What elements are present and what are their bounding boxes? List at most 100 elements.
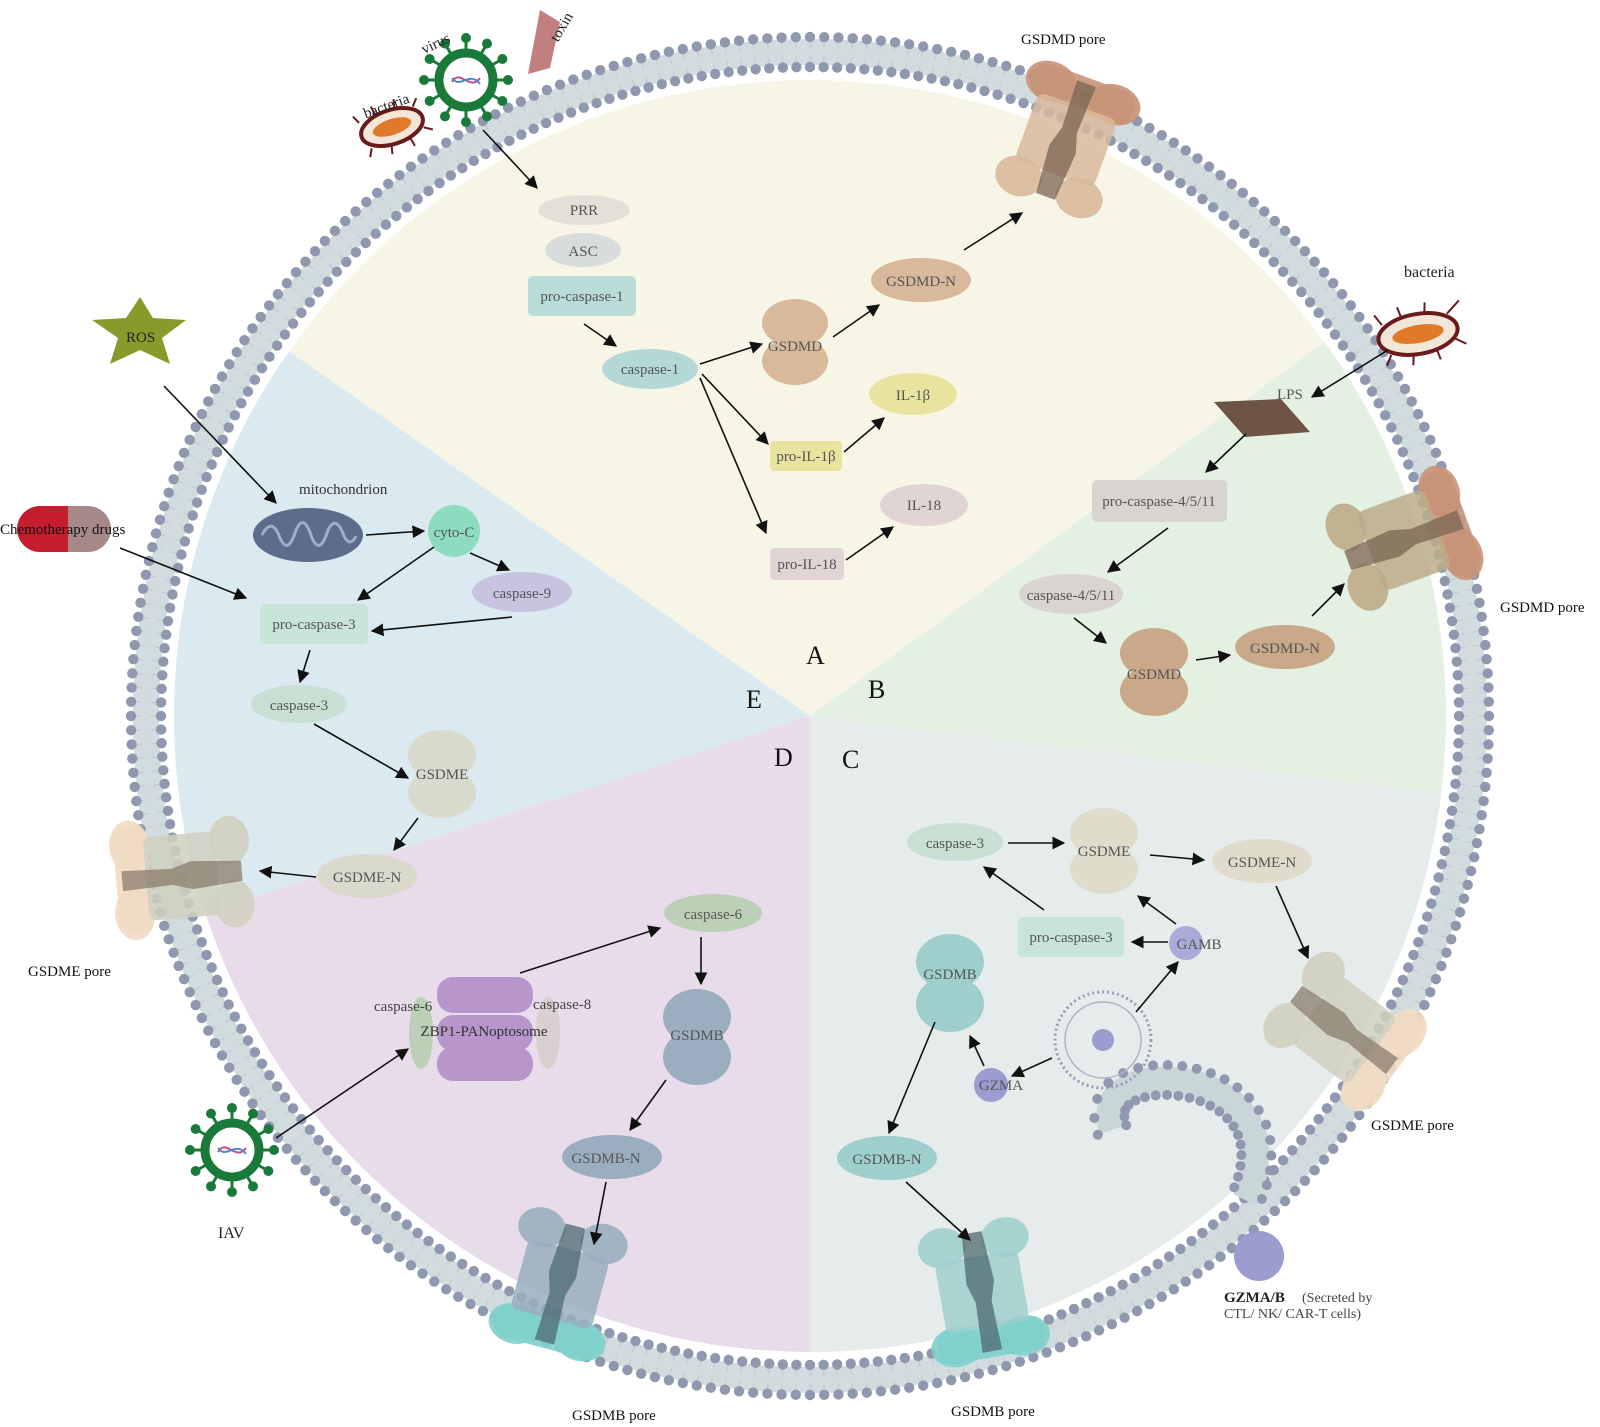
- caspase-3-e-label: caspase-3: [270, 698, 328, 714]
- pro-il-18-node: [770, 548, 844, 580]
- pro-caspase-4-5-11-label: pro-caspase-4/5/11: [1102, 494, 1216, 510]
- caspase-4-5-11-node: [1019, 574, 1123, 614]
- gzm-granule-icon: [1234, 1231, 1284, 1281]
- gsdmd-n-b-node: [1235, 625, 1335, 669]
- arrow-iav-panoptosome: [275, 1048, 410, 1139]
- gsdmd-n-a-node: [871, 258, 971, 302]
- arrow-bacteria-lps: [1310, 349, 1389, 398]
- gsdme-pore-right-label: GSDME pore: [1371, 1118, 1454, 1134]
- arrow-vesicle-gamb: [1135, 961, 1179, 1013]
- caspase-1-label: caspase-1: [621, 362, 679, 378]
- sector-a: [289, 80, 1325, 716]
- arrow-gsdmdn-pore-b: [1311, 583, 1345, 617]
- gsdmb-c-node: [916, 934, 984, 1032]
- caspase-1-node: [602, 349, 698, 389]
- gsdme-n-c-node: [1212, 839, 1312, 883]
- arrow-gsdmen-pore-c: [1275, 885, 1310, 960]
- arrow-gsdmb-gsdmbn-c: [887, 1021, 936, 1135]
- arrow-cytoc-procasp3: [356, 546, 435, 601]
- gamb-label: GAMB: [1176, 937, 1221, 953]
- gsdmb-n-d-node: [562, 1135, 662, 1179]
- sector-b: [810, 342, 1447, 794]
- caspase-6-top-label: caspase-6: [684, 907, 743, 923]
- arrow-virus-prr: [482, 129, 538, 189]
- gsdme-e-label: GSDME: [416, 767, 469, 783]
- panel-e: mitochondrion cyto-C caspase-9 pro-caspa…: [251, 482, 572, 898]
- arrow-panoptosome-casp6: [519, 925, 662, 974]
- mitochondrion-icon: [253, 508, 363, 562]
- arrow-gsdmb-gsdmbn-d: [629, 1079, 667, 1132]
- gsdmd-b-label: GSDMD: [1127, 667, 1181, 683]
- virus-label: virus: [419, 31, 453, 58]
- bacteria-top-icon: [352, 97, 434, 158]
- gsdmb-pore-bottom-right-label: GSDMB pore: [951, 1404, 1035, 1420]
- arrow-procasp-casp: [1106, 527, 1169, 573]
- pro-caspase-3-e-label: pro-caspase-3: [272, 617, 355, 633]
- zbp1-panoptosome-node: [409, 977, 560, 1081]
- gsdmd-b-node: [1120, 628, 1188, 716]
- arrow-gsdmd-gsdmdn: [832, 304, 881, 338]
- pro-caspase-1-label: pro-caspase-1: [540, 289, 623, 305]
- arrow-gsdmbn-pore-d: [589, 1181, 607, 1246]
- gsdmd-n-b-label: GSDMD-N: [1250, 641, 1320, 657]
- toxin-label: toxin: [548, 10, 578, 45]
- il-18-label: IL-18: [907, 498, 941, 514]
- gsdmd-a-node: [762, 299, 828, 385]
- pro-caspase-3-e-node: [260, 604, 368, 644]
- lps-label: LPS: [1277, 387, 1303, 403]
- gzm-note-2: CTL/ NK/ CAR-T cells): [1224, 1307, 1361, 1322]
- gzma-label: GZMA: [979, 1078, 1023, 1094]
- panel-c: caspase-3 GSDME GSDME-N pro-caspase-3 GA…: [837, 808, 1312, 1180]
- gsdme-pore-right: [1263, 951, 1427, 1112]
- pro-il-1b-label: pro-IL-1β: [776, 449, 835, 465]
- gsdmb-n-d-label: GSDMB-N: [571, 1151, 640, 1167]
- caspase-3-c-node: [907, 823, 1003, 861]
- chemotherapy-drug-icon: [17, 506, 111, 552]
- sector-label-a: A: [806, 641, 825, 670]
- il-1b-label: IL-1β: [896, 388, 930, 404]
- panel-b: LPS pro-caspase-4/5/11 caspase-4/5/11 GS…: [1019, 387, 1335, 716]
- pro-caspase-3-c-node: [1018, 917, 1124, 957]
- iav-virus-icon: [185, 1103, 279, 1197]
- ros-star-icon: [92, 297, 186, 364]
- gzm-label: GZMA/B: [1224, 1290, 1285, 1306]
- gsdmb-n-c-label: GSDMB-N: [852, 1152, 921, 1168]
- caspase-4-5-11-label: caspase-4/5/11: [1027, 588, 1116, 604]
- arrow-gsdme-gsdmen-e: [393, 817, 419, 852]
- cyto-c-node: [428, 505, 480, 557]
- gsdme-n-e-node: [317, 854, 417, 898]
- mitochondrion-label: mitochondrion: [299, 482, 388, 498]
- arrow-casp1-proil1b: [701, 373, 769, 445]
- arrow-proil1b-il1b: [843, 417, 885, 453]
- sector-e: [173, 351, 810, 913]
- virus-top-icon: [419, 33, 513, 127]
- gsdmb-pore-bottom-left-label: GSDMB pore: [572, 1408, 656, 1424]
- arrow-mito-cytoc: [365, 525, 426, 539]
- arrow-gzma-gsdmb: [969, 1034, 985, 1067]
- gsdmd-a-label: GSDMD: [768, 339, 822, 355]
- cyto-c-label: cyto-C: [434, 525, 475, 541]
- arrow-cytoc-casp9: [469, 552, 511, 572]
- granule-vesicle-icon: [1053, 990, 1153, 1090]
- gzma-node: [974, 1068, 1008, 1102]
- panel-d: caspase-6 caspase-6 caspase-8 ZBP1-PANop…: [374, 894, 762, 1179]
- gamb-node: [1169, 926, 1203, 960]
- arrow-gsdme-gsdmen-c: [1149, 852, 1206, 866]
- arrow-chemo-procasp3: [119, 547, 248, 600]
- caspase-9-label: caspase-9: [493, 586, 551, 602]
- arrow-casp1-gsdmd: [699, 341, 764, 365]
- bacteria-right-icon: [1373, 299, 1467, 367]
- gsdmd-pore-top-label: GSDMD pore: [1021, 32, 1106, 48]
- gsdmb-d-label: GSDMB: [670, 1028, 723, 1044]
- caspase-8-label: caspase-8: [533, 997, 591, 1013]
- arrow-procasp3-casp3-e: [297, 649, 311, 684]
- gsdme-n-e-label: GSDME-N: [333, 870, 402, 886]
- gsdme-e-node: [408, 730, 476, 818]
- arrow-vesicle-gzma: [1010, 1057, 1053, 1078]
- gsdmb-c-label: GSDMB: [923, 967, 976, 983]
- membrane-invagination: [1089, 1060, 1277, 1206]
- sector-label-c: C: [842, 745, 859, 774]
- zbp1-panoptosome-label: ZBP1-PANoptosome: [421, 1024, 548, 1040]
- sector-label-b: B: [868, 675, 885, 704]
